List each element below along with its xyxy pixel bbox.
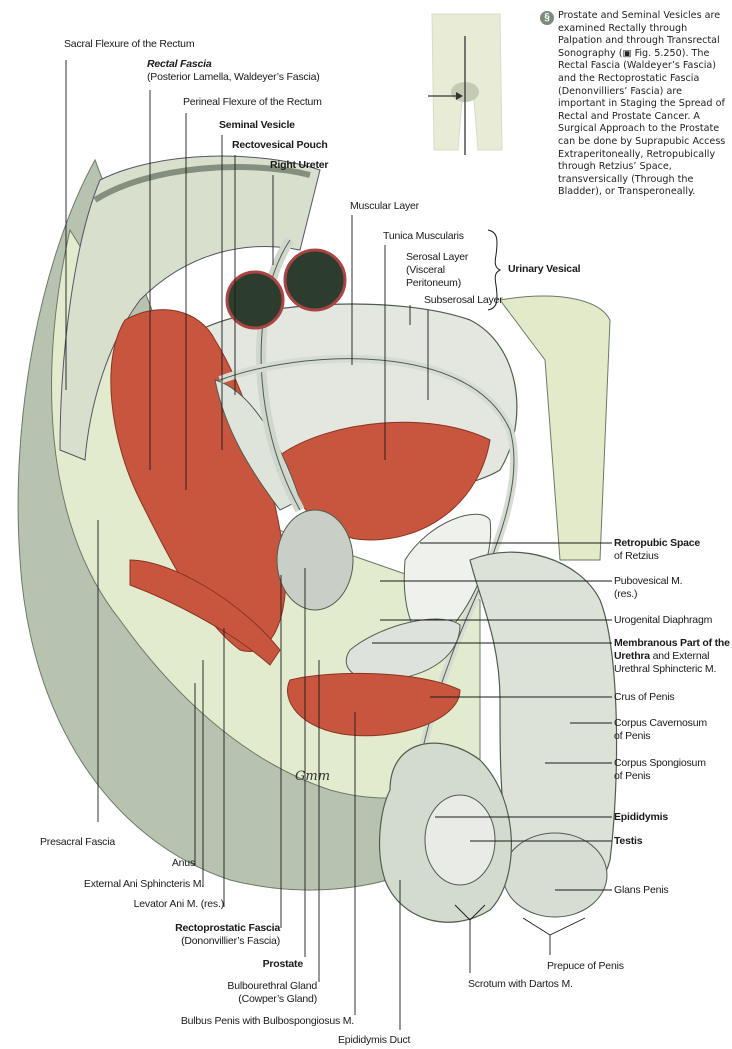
label-rectal-fascia: Rectal Fascia (Posterior Lamella, Waldey…	[147, 58, 320, 84]
label-epididymis-duct: Epididymis Duct	[338, 1034, 411, 1046]
label-pubovesical-sub: (res.)	[614, 588, 638, 600]
abdominal-wall	[499, 295, 611, 561]
label-retropubic-space-sub: of Retzius	[614, 550, 659, 562]
label-glans-penis: Glans Penis	[614, 884, 669, 896]
label-levator-ani: Levator Ani M. (res.)	[133, 898, 225, 910]
label-bulbourethral-gland: Bulbourethral Gland (Cowper’s Gland)	[227, 980, 317, 1006]
label-perineal-flexure: Perineal Flexure of the Rectum	[183, 96, 322, 108]
label-urogenital-diaphragm: Urogenital Diaphragm	[614, 614, 713, 626]
bulbospongiosus-shape	[287, 672, 461, 737]
label-prostate: Prostate	[262, 958, 304, 970]
label-epididymis: Epididymis	[614, 811, 669, 823]
label-testis: Testis	[614, 835, 643, 847]
label-muscular-layer: Muscular Layer	[350, 200, 419, 212]
label-corpus-cavernosum: Corpus Cavernosum of Penis	[614, 717, 707, 743]
label-seminal-vesicle: Seminal Vesicle	[219, 119, 295, 131]
label-right-ureter: Right Ureter	[270, 159, 329, 171]
label-bulbourethral-sub: (Cowper’s Gland)	[238, 993, 317, 1005]
label-retropubic-space: Retropubic Space of Retzius	[614, 537, 700, 563]
label-membranous-urethra-bold: Urethra	[614, 650, 650, 662]
label-serosal-layer-sub2: Peritoneum)	[406, 277, 461, 289]
label-serosal-layer-title: Serosal Layer	[406, 251, 469, 263]
label-membranous-urethra-sphincter: Urethral Sphincteric M.	[614, 663, 717, 675]
label-pubovesical-title: Pubovesical M.	[614, 575, 683, 587]
label-rectoprostatic-fascia-sub: (Dononvillier’s Fascia)	[181, 935, 280, 947]
seminal-vesicle-shape	[214, 379, 301, 511]
label-urinary-vesical: Urinary Vesical	[508, 263, 581, 275]
label-crus-penis: Crus of Penis	[614, 691, 675, 703]
artist-signature: Gmm	[295, 769, 330, 784]
label-presacral-fascia: Presacral Fascia	[40, 836, 115, 848]
label-scrotum: Scrotum with Dartos M.	[468, 978, 573, 990]
label-corpus-spongiosum: Corpus Spongiosum of Penis	[614, 757, 706, 783]
label-prepuce: Prepuce of Penis	[547, 960, 624, 972]
label-corpus-cavernosum-sub: of Penis	[614, 730, 651, 742]
label-serosal-layer-sub1: (Visceral	[406, 264, 445, 276]
label-pubovesical: Pubovesical M. (res.)	[614, 575, 683, 601]
label-rectal-fascia-title: Rectal Fascia	[147, 58, 212, 70]
rectum-muscle	[110, 309, 287, 652]
label-membranous-urethra-rest: and External	[649, 650, 710, 662]
label-membranous-urethra-title: Membranous Part of the	[614, 637, 730, 649]
glans-shape	[502, 832, 608, 918]
body-orientation-thumbnail	[428, 13, 503, 155]
label-rectal-fascia-sub: (Posterior Lamella, Waldeyer’s Fascia)	[147, 71, 320, 83]
label-retropubic-space-title: Retropubic Space	[614, 537, 701, 549]
label-anus: Anus	[171, 857, 195, 869]
testis-shape	[424, 794, 496, 886]
label-corpus-cavernosum-title: Corpus Cavernosum	[614, 717, 707, 729]
label-bulbus-penis: Bulbus Penis with Bulbospongiosus M.	[180, 1015, 354, 1027]
leader-lines	[65, 60, 612, 1030]
label-bulbourethral-title: Bulbourethral Gland	[227, 980, 317, 992]
label-rectoprostatic-fascia: Rectoprostatic Fascia (Dononvillier’s Fa…	[175, 922, 280, 948]
label-external-ani: External Ani Sphincteris M.	[83, 878, 204, 890]
clinical-note-text: Prostate and Seminal Vesicles are examin…	[558, 10, 726, 198]
label-serosal-layer: Serosal Layer (Visceral Peritoneum)	[406, 251, 468, 290]
label-rectovesical-pouch: Rectovesical Pouch	[232, 139, 328, 151]
label-subserosal-layer: Subserosal Layer	[424, 294, 503, 306]
label-corpus-spongiosum-title: Corpus Spongiosum	[614, 757, 706, 769]
prostate-shape	[276, 509, 354, 611]
label-tunica-muscularis: Tunica Muscularis	[383, 230, 464, 242]
label-sacral-flexure: Sacral Flexure of the Rectum	[64, 38, 195, 50]
label-rectoprostatic-fascia-title: Rectoprostatic Fascia	[175, 922, 280, 934]
clinical-note-icon: §	[540, 11, 554, 25]
label-corpus-spongiosum-sub: of Penis	[614, 770, 651, 782]
label-membranous-urethra: Membranous Part of the Urethra and Exter…	[614, 637, 730, 676]
urinary-vesical-brace	[487, 229, 502, 311]
